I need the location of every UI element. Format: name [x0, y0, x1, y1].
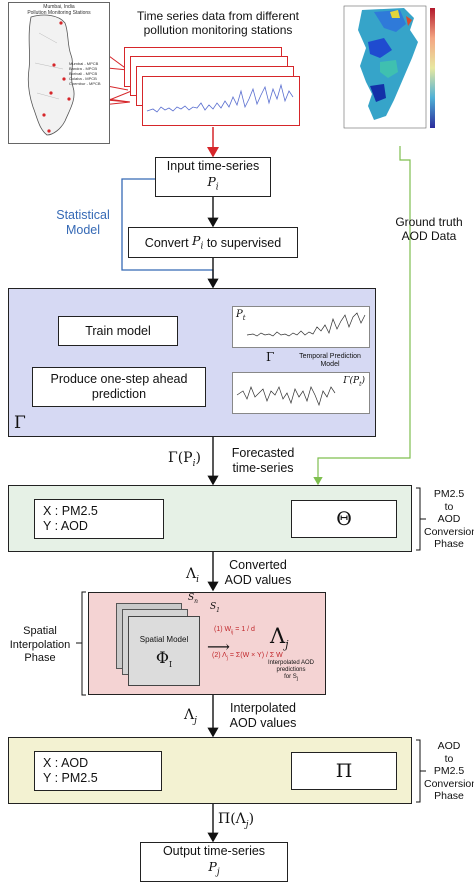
- map-coastline: [27, 14, 75, 136]
- aod-map: [340, 2, 446, 144]
- chart-card-4: [142, 76, 300, 126]
- aod-to-pm25-phase-label: AOD to PM2.5 Conversion Phase: [424, 740, 474, 802]
- spatial-model-card: Spatial Model ΦI: [128, 616, 200, 686]
- input-title: Input time-series: [166, 158, 260, 173]
- aod-heatmap: [343, 5, 435, 129]
- station-labels: Mumbai - MPCB Bandra - MPCB Borivali - M…: [69, 61, 101, 86]
- spatial-model-label: Spatial Model: [139, 635, 189, 644]
- mini-chart-output: Γ(Pt): [232, 372, 370, 414]
- spatial-phase-label: Spatial Interpolation Phase: [9, 625, 71, 664]
- temporal-prediction-label: Temporal Prediction Model: [299, 353, 361, 368]
- equation-1: (1) Wij = 1 / d: [214, 626, 255, 636]
- interpolated-aod-label: Interpolated AOD values: [229, 701, 297, 730]
- input-variable: Pi: [207, 173, 219, 193]
- statistical-model-label: Statistical Model: [56, 208, 110, 237]
- mini-chart-output-label: Γ(Pt): [343, 376, 365, 388]
- spatial-arrow-glyph: ⟶: [207, 637, 230, 656]
- produce-prediction-box: Produce one-step ahead prediction: [32, 367, 206, 407]
- output-time-series-box: Output time-series Pj: [140, 842, 288, 882]
- series-line: [146, 83, 294, 113]
- conv2-xy-box: X : AOD Y : PM2.5: [34, 751, 162, 791]
- interpolated-caption: Interpolated AOD predictions for Sj: [267, 660, 315, 683]
- lambda-j-big: Λj: [270, 624, 289, 652]
- mini-chart-input-label: Pt: [236, 309, 246, 322]
- theta-box: Θ: [291, 500, 397, 538]
- converted-aod-label: Converted AOD values: [224, 558, 292, 587]
- conv1-xy-box: X : PM2.5 Y : AOD: [34, 499, 164, 539]
- train-model-box: Train model: [58, 316, 178, 346]
- pi-box: Π: [291, 752, 397, 790]
- forecast-symbol: Γ(Pi): [168, 450, 201, 469]
- gamma-symbol: Γ: [14, 413, 26, 433]
- equation-2: (2) Λj = Σ(W × Y) / Σ W: [212, 652, 283, 662]
- phi-symbol: ΦI: [155, 648, 173, 670]
- mini-chart-input-line: [246, 312, 366, 337]
- mini-gamma: Γ: [266, 350, 275, 364]
- input-time-series-box: Input time-series Pi: [155, 157, 271, 197]
- mini-chart-input: Pt: [232, 306, 370, 348]
- pm25-to-aod-phase-label: PM2.5 to AOD Conversion Phase: [424, 488, 474, 550]
- map-title: Mumbai, India Pollution Monitoring Stati…: [27, 4, 91, 16]
- phase-brackets: [76, 487, 426, 803]
- lambda-j-symbol: Λj: [184, 707, 197, 726]
- mini-chart-output-line: [236, 385, 336, 407]
- convert-to-supervised-box: Convert Pi to supervised: [128, 227, 298, 258]
- top-caption: Time series data from different pollutio…: [136, 9, 300, 37]
- pi-lambda-symbol: Π(Λj): [218, 811, 255, 830]
- forecast-label: Forecasted time-series: [231, 446, 295, 475]
- lambda-i-symbol: Λi: [186, 566, 200, 585]
- station-map: Mumbai, India Pollution Monitoring Stati…: [8, 2, 110, 144]
- arrow-ground-truth: [313, 146, 411, 486]
- s-n-label: Sn: [188, 593, 199, 605]
- ground-truth-label: Ground truth AOD Data: [395, 215, 463, 243]
- s-1-label: S1: [210, 602, 220, 614]
